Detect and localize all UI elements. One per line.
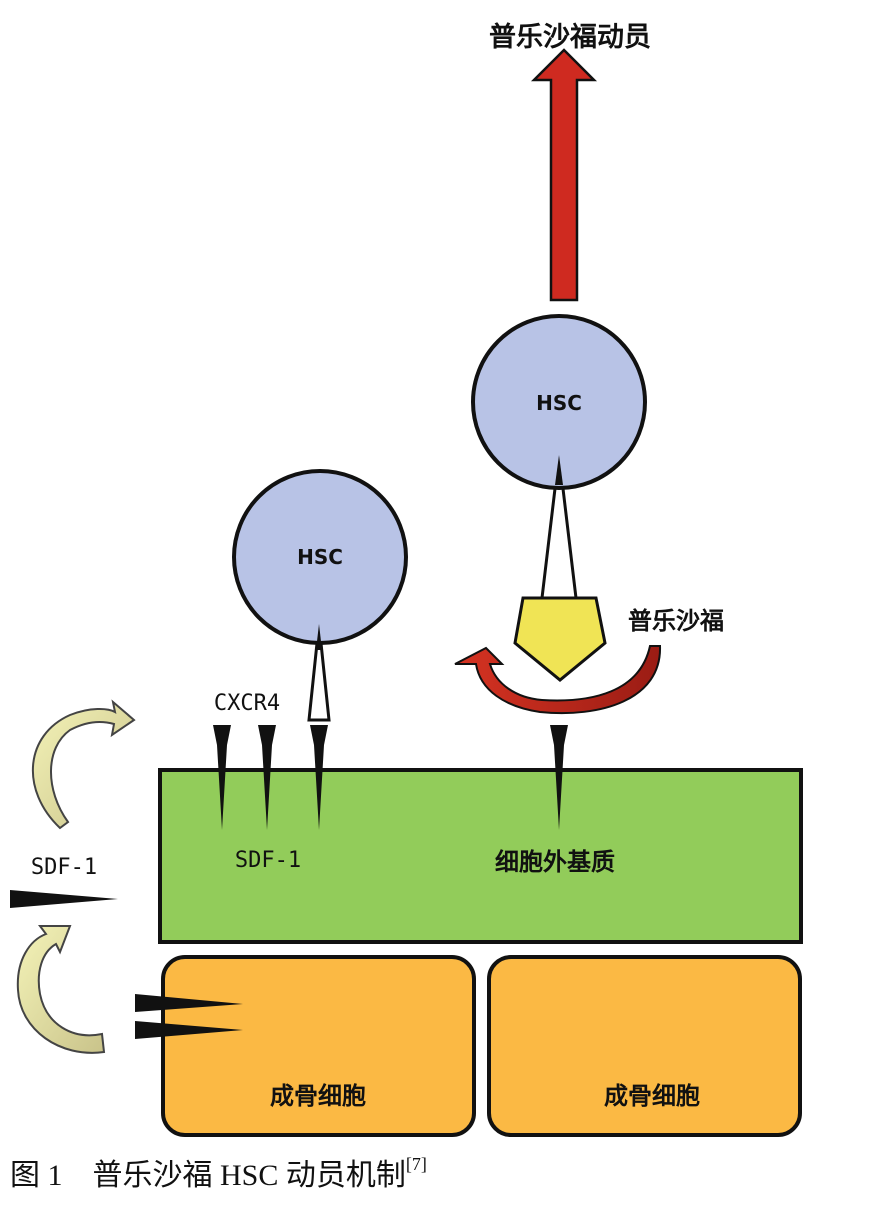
mobilization-arrow: [530, 48, 598, 302]
caption-text: 普乐沙福 HSC 动员机制: [92, 1159, 406, 1192]
caption-reference: [7]: [405, 1154, 427, 1174]
mobilization-label: 普乐沙福动员: [489, 21, 651, 53]
mobilization-diagram: 普乐沙福动员 细胞外基质 SDF-1 成骨细胞 成骨细胞 CXCR4 HSC H…: [10, 21, 803, 1137]
hsc-label-bound: HSC: [297, 545, 343, 569]
osteoblast-label-left: 成骨细胞: [270, 1082, 366, 1110]
sdf1-wedge-left: [10, 890, 118, 908]
sdf1-label-matrix: SDF-1: [235, 848, 301, 873]
cxcr4-receptors: [213, 725, 568, 830]
plerixafor-molecule: [513, 596, 607, 682]
osteoblast-sdf1-wedges: [135, 994, 243, 1039]
recycling-arrow-lower: [16, 925, 106, 1054]
osteoblast-label-right: 成骨细胞: [604, 1082, 700, 1110]
figure-caption: 图 1 普乐沙福 HSC 动员机制[7]: [10, 1150, 427, 1194]
hsc-label-mobilized: HSC: [536, 391, 582, 415]
matrix-label: 细胞外基质: [495, 848, 615, 876]
recycling-arrow-upper: [31, 699, 136, 830]
plerixafor-displace-arrow: [454, 645, 662, 715]
plerixafor-label: 普乐沙福: [628, 607, 724, 635]
hsc-mobilized: HSC: [471, 314, 647, 600]
sdf1-label-left: SDF-1: [31, 855, 97, 880]
cxcr4-label: CXCR4: [214, 691, 280, 716]
osteoblast-cell-left: [161, 955, 476, 1137]
caption-prefix: 图 1: [10, 1159, 63, 1192]
hsc-bound: HSC: [232, 469, 408, 722]
osteoblast-cell-right: [487, 955, 802, 1137]
